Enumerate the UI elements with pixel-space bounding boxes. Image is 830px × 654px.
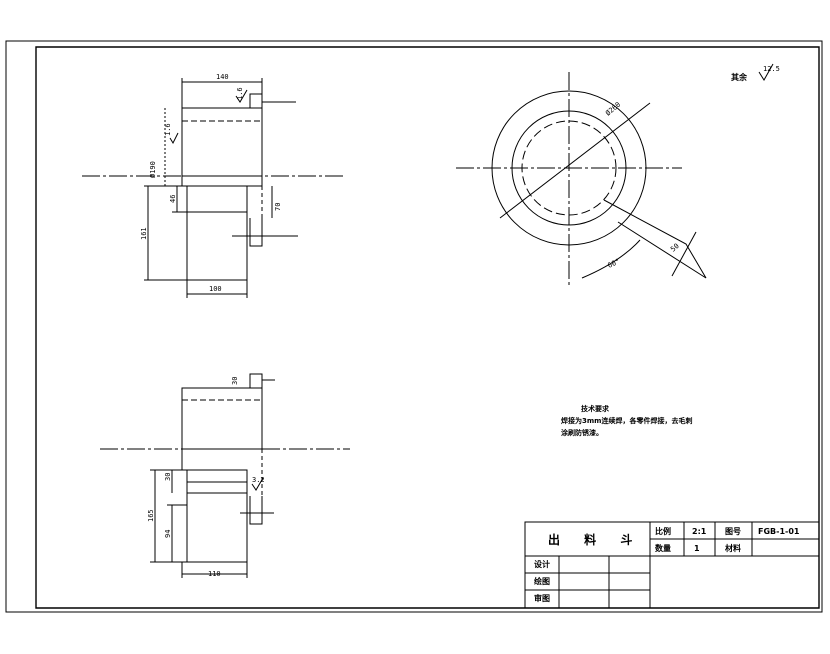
design-label: 设计 <box>534 559 550 569</box>
roughness-top-1: 1.6 <box>236 87 244 100</box>
dim-70: 70 <box>274 203 282 211</box>
dim-165: 165 <box>147 509 155 522</box>
top-view <box>82 78 345 298</box>
tech-req-line1: 焊接为3mm连续焊，各零件焊接，去毛刺 <box>561 416 692 425</box>
roughness-top-2: 1.6 <box>164 123 172 136</box>
dim-161: 161 <box>140 227 148 240</box>
scale-value: 2:1 <box>692 527 707 536</box>
circle-view <box>456 72 706 286</box>
corner-note-roughness: 12.5 <box>763 65 780 73</box>
dim-arm-length: 50 <box>669 242 681 254</box>
title-name: 出 料 斗 <box>548 532 642 547</box>
dim-angle: 60° <box>606 257 621 270</box>
corner-roughness-icon <box>759 64 773 80</box>
dim-30: 30 <box>164 473 172 481</box>
material-label: 材料 <box>725 543 741 553</box>
dim-110: 110 <box>208 570 221 578</box>
title-block <box>525 522 819 608</box>
dim-width-top: 140 <box>216 73 229 81</box>
outer-border <box>6 41 822 612</box>
dim-100: 100 <box>209 285 222 293</box>
tech-req-line2: 涂刷防锈漆。 <box>561 428 603 437</box>
dim-diameter-circle: Ø260 <box>604 101 622 118</box>
dim-46: 46 <box>169 195 177 203</box>
dim-tab-bottom: 30 <box>231 377 239 385</box>
dim-diameter-top: Ø190 <box>149 161 157 178</box>
draw-label: 绘图 <box>534 576 550 586</box>
tech-req-title: 技术要求 <box>581 404 610 413</box>
dim-94: 94 <box>164 530 172 538</box>
inner-border <box>36 47 819 608</box>
drawing-no-label: 图号 <box>725 527 741 536</box>
qty-label: 数量 <box>655 543 671 553</box>
roughness-bottom: 3.2 <box>252 476 265 484</box>
drawing-no-value: FGB-1-01 <box>758 527 800 536</box>
review-label: 审图 <box>534 593 550 603</box>
qty-value: 1 <box>694 544 700 553</box>
corner-note-label: 其余 <box>731 72 748 82</box>
scale-label: 比例 <box>655 526 671 536</box>
bottom-view <box>100 374 350 578</box>
